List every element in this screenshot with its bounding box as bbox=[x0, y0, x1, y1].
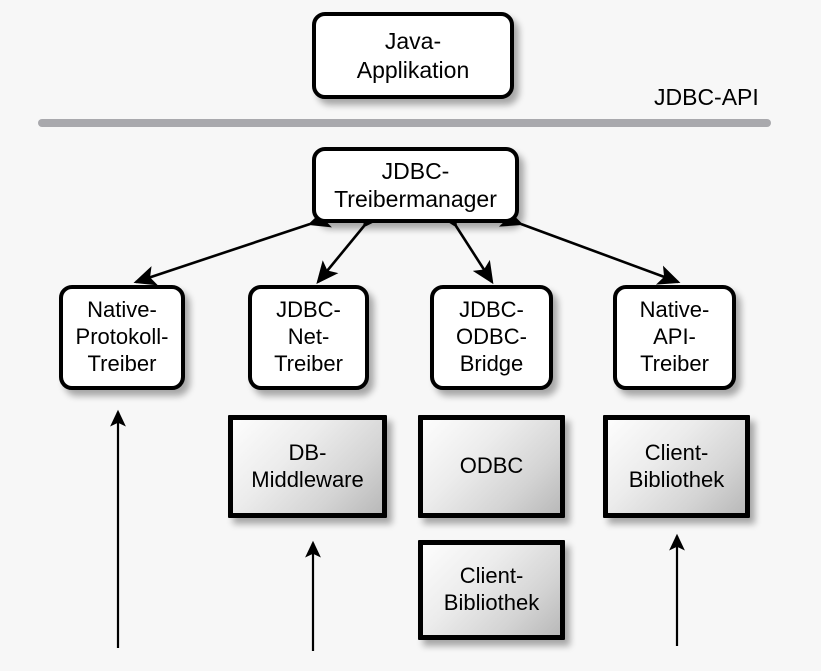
node-jdbc-treibermanager[interactable]: JDBC- Treibermanager bbox=[312, 147, 519, 223]
node-client-bibliothek-right-label: Client- Bibliothek bbox=[628, 439, 725, 492]
node-native-protokoll-treiber-label: Native- Protokoll- Treiber bbox=[75, 297, 169, 376]
node-java-application[interactable]: Java- Applikation bbox=[312, 12, 514, 99]
node-client-bibliothek-right[interactable]: Client- Bibliothek bbox=[603, 415, 750, 518]
arrow-manager-native-api bbox=[498, 207, 681, 285]
jdbc-api-label: JDBC-API bbox=[654, 84, 759, 110]
node-db-middleware-label: DB- Middleware bbox=[251, 439, 364, 492]
node-odbc[interactable]: ODBC bbox=[418, 415, 565, 518]
node-java-application-label: Java- Applikation bbox=[356, 28, 470, 83]
node-native-api-treiber[interactable]: Native- API- Treiber bbox=[613, 285, 736, 390]
node-jdbc-treibermanager-label: JDBC- Treibermanager bbox=[334, 157, 497, 212]
node-native-protokoll-treiber[interactable]: Native- Protokoll- Treiber bbox=[59, 285, 185, 390]
arrow-manager-jdbc-odbc bbox=[436, 203, 494, 285]
node-jdbc-net-treiber[interactable]: JDBC- Net- Treiber bbox=[248, 285, 369, 390]
node-client-bibliothek-bottom-label: Client- Bibliothek bbox=[443, 563, 540, 615]
node-jdbc-odbc-bridge-label: JDBC- ODBC- Bridge bbox=[456, 297, 527, 376]
jdbc-api-separator-bar bbox=[38, 119, 771, 127]
node-client-bibliothek-bottom[interactable]: Client- Bibliothek bbox=[418, 540, 565, 640]
node-db-middleware[interactable]: DB- Middleware bbox=[228, 415, 387, 518]
arrow-manager-native-protokoll bbox=[133, 208, 332, 286]
node-native-api-treiber-label: Native- API- Treiber bbox=[639, 297, 710, 376]
node-odbc-label: ODBC bbox=[459, 453, 524, 479]
node-jdbc-odbc-bridge[interactable]: JDBC- ODBC- Bridge bbox=[430, 285, 553, 390]
node-jdbc-net-treiber-label: JDBC- Net- Treiber bbox=[274, 297, 343, 376]
arrow-manager-jdbc-net bbox=[316, 204, 385, 285]
